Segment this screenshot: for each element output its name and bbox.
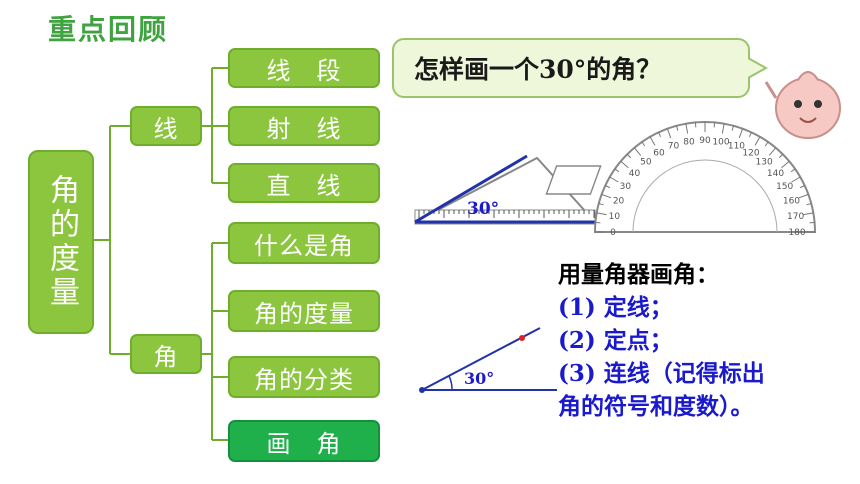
protractor-tick — [738, 128, 744, 139]
protractor-tick — [754, 136, 761, 146]
protractor-label: 100 — [712, 137, 729, 147]
protractor-tick — [666, 128, 672, 139]
method-steps: 用量角器画角： (1) 定线； (2) 定点； (3) 连线（记得标出 角的符号… — [558, 258, 765, 423]
branch-angle[interactable]: 角 — [130, 334, 202, 374]
protractor-tick — [620, 160, 629, 169]
leaf-segment[interactable]: 线 段 — [228, 48, 380, 88]
protractor-label: 170 — [787, 212, 804, 222]
protractor-label: 30 — [620, 182, 632, 192]
leaf-what-is-angle[interactable]: 什么是角 — [228, 222, 380, 264]
leaf-angle-measure[interactable]: 角的度量 — [228, 290, 380, 332]
root-node[interactable]: 角的度量 — [28, 150, 94, 334]
question-bubble: 怎样画一个30°的角？ — [392, 38, 750, 98]
protractor-label: 40 — [629, 169, 641, 179]
angle-drawing: 30° — [419, 327, 557, 393]
protractor-tick — [778, 153, 784, 159]
top-angle-label: 30° — [467, 199, 499, 219]
leaf-angle-types[interactable]: 角的分类 — [228, 356, 380, 398]
protractor-tick — [803, 212, 814, 216]
protractor-tick — [641, 141, 646, 147]
protractor-label: 130 — [756, 158, 773, 168]
protractor-tick — [806, 203, 812, 206]
protractor-tick — [768, 147, 777, 156]
leaf-ray[interactable]: 射 线 — [228, 106, 380, 146]
protractor-label: 140 — [767, 169, 784, 179]
protractor-label: 180 — [788, 228, 805, 238]
protractor-tick — [790, 168, 796, 173]
protractor-tick — [781, 160, 790, 169]
leaf-draw-angle[interactable]: 画 角 — [228, 420, 380, 462]
protractor-tick — [633, 147, 642, 156]
protractor-tick — [676, 125, 679, 131]
step-3-cont: 角的符号和度数）。 — [558, 393, 754, 420]
protractor-label: 70 — [668, 142, 680, 152]
protractor-tick — [685, 123, 689, 134]
leaf-straight-line[interactable]: 直 线 — [228, 163, 380, 203]
bottom-angle-label: 30° — [464, 369, 494, 388]
step-1: (1) 定线； — [558, 294, 673, 321]
protractor-label: 150 — [776, 182, 793, 192]
protractor-label: 0 — [610, 228, 616, 238]
protractor-tick — [798, 193, 809, 199]
protractor-label: 60 — [653, 148, 665, 158]
protractor-tick — [649, 136, 656, 146]
protractor-tick — [799, 185, 805, 189]
protractor-tick — [731, 125, 734, 131]
protractor-label: 20 — [613, 197, 625, 207]
protractor-tick — [596, 212, 607, 216]
protractor-tick — [598, 203, 604, 206]
branch-line[interactable]: 线 — [130, 106, 202, 146]
protractor-label: 80 — [683, 137, 695, 147]
protractor-label: 50 — [640, 158, 652, 168]
protractor-tick — [748, 132, 752, 138]
protractor-label: 160 — [783, 197, 800, 207]
protractor-tick — [626, 153, 632, 159]
method-heading: 用量角器画角： — [558, 261, 719, 288]
protractor-label: 90 — [699, 136, 711, 146]
protractor-tick — [605, 185, 611, 189]
protractor-tick — [614, 168, 620, 173]
protractor-tick — [764, 141, 769, 147]
protractor-label: 10 — [609, 212, 621, 222]
protractor-tick — [609, 176, 619, 183]
step-3: (3) 连线（记得标出 — [558, 360, 765, 387]
mascot-icon — [764, 71, 841, 139]
section-title: 重点回顾 — [48, 13, 169, 46]
bubble-tail — [748, 57, 768, 79]
protractor-label: 120 — [742, 148, 759, 158]
protractor-tick — [721, 123, 725, 134]
protractor-tick — [791, 176, 801, 183]
question-text: 怎样画一个30°的角？ — [414, 55, 662, 84]
protractor-label: 110 — [728, 142, 745, 152]
step-2: (2) 定点； — [558, 327, 673, 354]
protractor-tick — [601, 193, 612, 199]
protractor-tick — [658, 132, 662, 138]
